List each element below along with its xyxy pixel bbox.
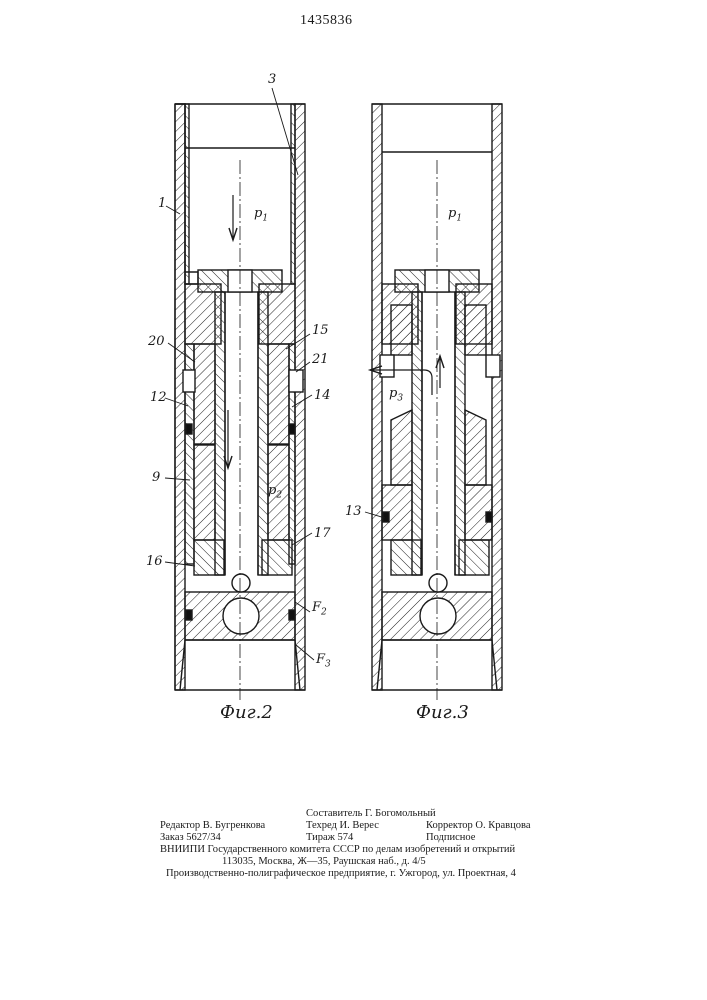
imprint-footer: Составитель Г. Богомольный Редактор В. Б… bbox=[160, 808, 560, 880]
label-p3-fig3: p3 bbox=[389, 386, 403, 404]
label-p1-fig3: p1 bbox=[448, 206, 462, 224]
collar-17 bbox=[262, 540, 292, 575]
label-ref-3: 3 bbox=[268, 72, 276, 87]
collar-16 bbox=[194, 540, 224, 575]
circulation: Тираж 574 bbox=[306, 832, 353, 844]
label-ref-1: 1 bbox=[158, 196, 166, 211]
label-f3: F3 bbox=[316, 652, 331, 670]
body-9 bbox=[194, 445, 215, 540]
label-ref-17: 17 bbox=[314, 526, 331, 541]
figure-2-caption: Фиг.2 bbox=[220, 702, 273, 723]
port-left bbox=[183, 370, 195, 392]
label-ref-9: 9 bbox=[152, 470, 160, 485]
label-p2-fig2: p2 bbox=[268, 483, 282, 501]
label-ref-21: 21 bbox=[312, 352, 329, 367]
figure-3-drawing bbox=[365, 104, 502, 700]
seal-left-1 bbox=[186, 424, 192, 434]
figure-2-drawing bbox=[165, 88, 314, 700]
valve-ball-large bbox=[223, 598, 259, 634]
housing-left-hatch bbox=[175, 104, 185, 690]
port-right bbox=[289, 370, 303, 392]
label-ref-15: 15 bbox=[312, 323, 329, 338]
address: 113035, Москва, Ж—35, Раушская наб., д. … bbox=[222, 856, 426, 868]
label-ref-20: 20 bbox=[148, 334, 165, 349]
label-ref-16: 16 bbox=[146, 554, 163, 569]
label-ref-14: 14 bbox=[314, 388, 331, 403]
techred: Техред И. Верес bbox=[306, 820, 379, 832]
valve-ball-small bbox=[232, 574, 250, 592]
printer: Производственно-полиграфическое предприя… bbox=[166, 868, 516, 880]
corrector: Корректор О. Кравцова bbox=[426, 820, 530, 832]
seal-right-1 bbox=[289, 424, 295, 434]
label-p1-fig2: p1 bbox=[254, 206, 268, 224]
housing-right-hatch bbox=[295, 104, 305, 690]
label-ref-13: 13 bbox=[345, 504, 362, 519]
sleeve-15 bbox=[268, 344, 289, 444]
subscription: Подписное bbox=[426, 832, 475, 844]
label-f2: F2 bbox=[312, 600, 327, 618]
editor: Редактор В. Бугренкова bbox=[160, 820, 265, 832]
figure-3-caption: Фиг.3 bbox=[416, 702, 469, 723]
order: Заказ 5627/34 bbox=[160, 832, 221, 844]
label-ref-12: 12 bbox=[150, 390, 167, 405]
institute: ВНИИПИ Государственного комитета СССР по… bbox=[160, 844, 515, 856]
compiler: Составитель Г. Богомольный bbox=[306, 808, 436, 820]
sleeve-20 bbox=[194, 344, 215, 444]
